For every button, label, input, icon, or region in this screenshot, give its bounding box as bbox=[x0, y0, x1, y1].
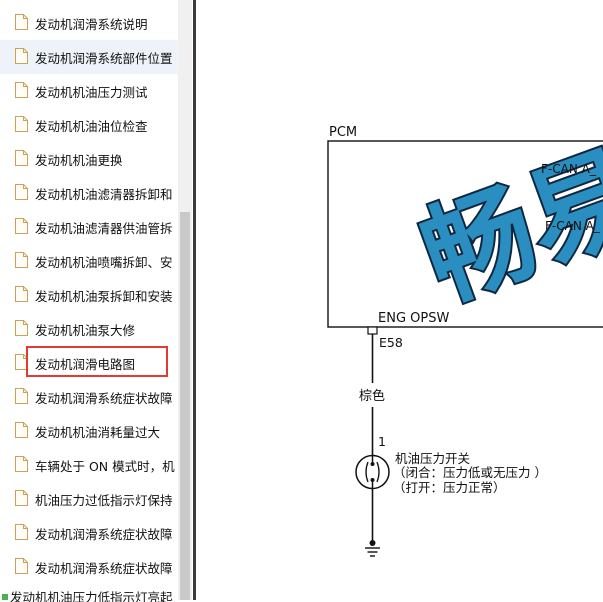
sidebar-item[interactable]: 发动机机油油位检查 bbox=[0, 108, 178, 142]
sidebar-item[interactable]: 发动机机油喷嘴拆卸、安 bbox=[0, 244, 178, 278]
sidebar-item-label: 发动机润滑系统症状故障 bbox=[35, 390, 173, 406]
sidebar-item-label: 发动机机油喷嘴拆卸、安 bbox=[35, 254, 173, 270]
sidebar-item-label: 发动机机油压力低指示灯亮起 bbox=[10, 590, 173, 602]
document-icon bbox=[15, 388, 28, 404]
sidebar-item-partial[interactable]: 发动机机油压力低指示灯亮起 bbox=[0, 590, 178, 602]
sidebar-item[interactable]: 发动机机油压力测试 bbox=[0, 74, 178, 108]
sidebar-item[interactable]: 发动机润滑系统症状故障 bbox=[0, 516, 178, 550]
sidebar-item-label: 发动机机油滤清器拆卸和 bbox=[35, 186, 173, 202]
module-label: PCM bbox=[329, 125, 357, 140]
document-icon bbox=[15, 218, 28, 234]
sidebar-item-label: 发动机机油油位检查 bbox=[35, 118, 148, 134]
sidebar-item[interactable]: 发动机机油消耗量过大 bbox=[0, 414, 178, 448]
sidebar-item-label: 发动机机油压力测试 bbox=[35, 84, 148, 100]
sidebar-item[interactable]: 发动机润滑系统部件位置 bbox=[0, 40, 178, 74]
can-a-top-label: F-CAN A_ bbox=[541, 162, 597, 176]
sidebar-item-label: 发动机机油更换 bbox=[35, 152, 123, 168]
sidebar-item[interactable]: 机油压力过低指示灯保持 bbox=[0, 482, 178, 516]
sidebar-item[interactable]: 发动机润滑系统症状故障 bbox=[0, 550, 178, 584]
switch-closed-note: （闭合：压力低或无压力 ） bbox=[393, 465, 547, 480]
sidebar-item-label: 发动机润滑系统说明 bbox=[35, 16, 148, 32]
document-icon bbox=[15, 490, 28, 506]
sidebar-item-label: 发动机机油泵大修 bbox=[35, 322, 136, 338]
document-icon bbox=[15, 422, 28, 438]
document-icon bbox=[15, 82, 28, 98]
panel-divider[interactable] bbox=[193, 0, 196, 600]
circuit-svg: 畅易 PCM F-CAN A_ F-CAN A_ ENG OPSW E58 棕色… bbox=[327, 125, 603, 557]
can-a-bottom-label: F-CAN A_ bbox=[545, 219, 601, 233]
sidebar-item[interactable]: 车辆处于 ON 模式时，机 bbox=[0, 448, 178, 482]
sidebar-item[interactable]: 发动机机油泵大修 bbox=[0, 312, 178, 346]
sidebar-item-label: 车辆处于 ON 模式时，机 bbox=[35, 458, 175, 474]
document-icon bbox=[15, 286, 28, 302]
ground-icon bbox=[365, 547, 380, 557]
sidebar-item-label: 发动机机油消耗量过大 bbox=[35, 424, 161, 440]
document-icon bbox=[15, 48, 28, 64]
document-icon bbox=[15, 116, 28, 132]
document-icon bbox=[15, 150, 28, 166]
document-icon bbox=[15, 14, 28, 30]
oil-pressure-switch-symbol bbox=[355, 454, 390, 490]
wire-color-label: 棕色 bbox=[359, 388, 385, 404]
document-icon bbox=[15, 558, 28, 574]
sidebar-item-label: 发动机油滤清器供油管拆 bbox=[35, 220, 173, 236]
sidebar-tree: 发动机润滑系统说明发动机润滑系统部件位置发动机机油压力测试发动机机油油位检查发动… bbox=[0, 0, 178, 600]
pin-label: ENG OPSW bbox=[378, 311, 449, 326]
connector-label: E58 bbox=[379, 335, 403, 350]
sidebar-item-label: 发动机润滑系统部件位置 bbox=[35, 50, 173, 66]
document-icon bbox=[15, 320, 28, 336]
selection-highlight-box bbox=[26, 346, 168, 377]
sidebar-item[interactable]: 发动机润滑系统说明 bbox=[0, 6, 178, 40]
ground-junction-dot bbox=[369, 540, 376, 546]
scrollbar-thumb[interactable] bbox=[180, 212, 190, 600]
sidebar-item[interactable]: 发动机机油泵拆卸和安装 bbox=[0, 278, 178, 312]
document-icon bbox=[15, 456, 28, 472]
connector-pin bbox=[367, 326, 378, 335]
folder-icon bbox=[2, 594, 8, 600]
sidebar-item-label: 发动机润滑系统症状故障 bbox=[35, 526, 173, 542]
sidebar-item-label: 发动机机油泵拆卸和安装 bbox=[35, 288, 173, 304]
switch-open-note: （打开：压力正常） bbox=[393, 480, 506, 495]
sidebar-item-label: 机油压力过低指示灯保持 bbox=[35, 492, 173, 508]
circuit-diagram: 畅易 PCM F-CAN A_ F-CAN A_ ENG OPSW E58 棕色… bbox=[196, 0, 603, 600]
switch-title: 机油压力开关 bbox=[395, 451, 470, 466]
sidebar-item[interactable]: 发动机油滤清器供油管拆 bbox=[0, 210, 178, 244]
document-icon bbox=[15, 524, 28, 540]
sidebar-item-label: 发动机润滑系统症状故障 bbox=[35, 560, 173, 576]
terminal-label: 1 bbox=[378, 434, 386, 449]
sidebar-item[interactable]: 发动机机油滤清器拆卸和 bbox=[0, 176, 178, 210]
sidebar-item[interactable]: 发动机润滑系统症状故障 bbox=[0, 380, 178, 414]
sidebar-item[interactable]: 发动机机油更换 bbox=[0, 142, 178, 176]
document-icon bbox=[15, 184, 28, 200]
sidebar-item-label: 发动机润滑电路图 bbox=[35, 356, 136, 372]
pcm-box bbox=[327, 140, 603, 328]
document-icon bbox=[15, 252, 28, 268]
